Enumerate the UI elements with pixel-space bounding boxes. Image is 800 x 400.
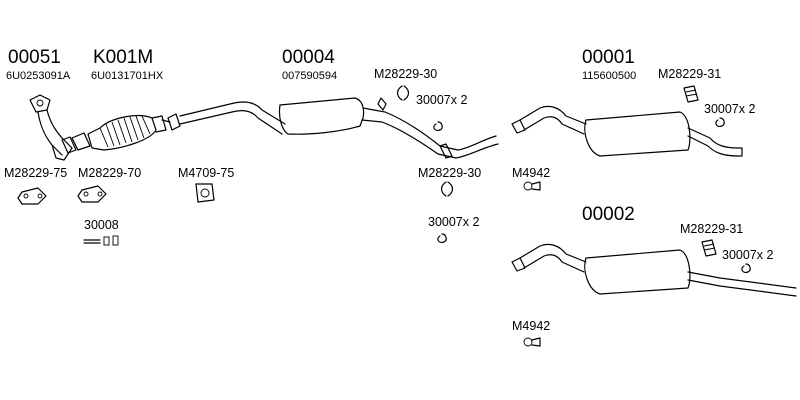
rear-silencer-00002 <box>511 243 797 297</box>
label-m28229-30-top: M28229-30 <box>374 67 438 81</box>
part-ref-00051: 6U0253091A <box>6 70 71 82</box>
part-number-00004: 00004 <box>282 47 335 68</box>
label-m28229-75: M28229-75 <box>4 166 68 180</box>
bolt-set-30008-icon <box>83 235 119 246</box>
part-number-00051: 00051 <box>8 47 61 68</box>
part-number-k001m: K001M <box>93 47 154 68</box>
label-m4942-top: M4942 <box>512 166 551 180</box>
label-m28229-31-bottom: M28229-31 <box>680 222 744 236</box>
ring-m4942-bottom-icon <box>523 337 541 347</box>
part-ref-00004: 007590594 <box>282 70 338 82</box>
gasket-m28229-70-icon <box>77 185 107 203</box>
gasket-m28229-75-icon <box>17 187 47 205</box>
catalytic-converter-k001m <box>71 115 171 151</box>
hanger-m28229-30-top-icon <box>377 85 410 111</box>
ring-m4709-75-icon <box>195 183 215 203</box>
centre-silencer-00004 <box>167 97 499 159</box>
front-pipe-00051 <box>29 94 77 161</box>
clamp-30007-top-icon <box>433 121 443 131</box>
label-m4709-75: M4709-75 <box>178 166 235 180</box>
label-m28229-30-mid: M28229-30 <box>418 166 482 180</box>
part-number-00001: 00001 <box>582 47 635 68</box>
label-m28229-70: M28229-70 <box>78 166 142 180</box>
label-m28229-31-top: M28229-31 <box>658 67 722 81</box>
clamp-30007-right-bottom-icon <box>741 263 751 273</box>
hanger-m28229-30-mid-icon <box>440 181 454 197</box>
hanger-m28229-31-bottom-icon <box>701 239 717 257</box>
label-m4942-bottom: M4942 <box>512 319 551 333</box>
label-30007-right-top: 30007x 2 <box>704 102 756 116</box>
clamp-30007-right-top-icon <box>715 117 725 127</box>
ring-m4942-top-icon <box>523 181 541 191</box>
clamp-30007-mid-icon <box>437 233 447 243</box>
label-30007-top: 30007x 2 <box>416 93 468 107</box>
part-number-00002: 00002 <box>582 204 635 225</box>
label-30007-mid: 30007x 2 <box>428 215 480 229</box>
label-30008: 30008 <box>84 218 119 232</box>
part-ref-00001: 115600500 <box>582 70 637 82</box>
rear-silencer-00001 <box>511 105 743 157</box>
part-ref-k001m: 6U0131701HX <box>91 70 164 82</box>
hanger-m28229-31-top-icon <box>683 85 699 103</box>
label-30007-right-bottom: 30007x 2 <box>722 248 774 262</box>
